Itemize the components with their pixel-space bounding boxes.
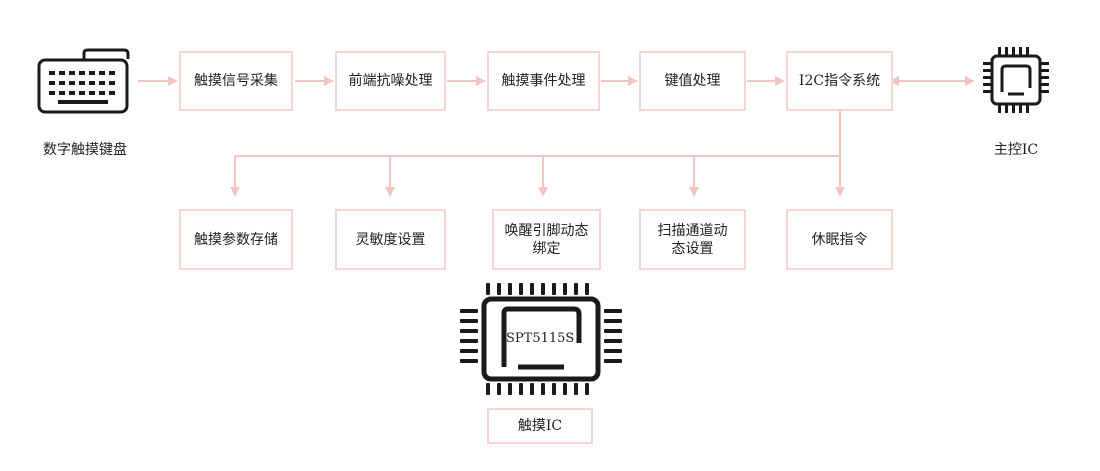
feature-param-storage: 触摸参数存储 bbox=[179, 209, 293, 270]
touch-ic-chip-label: SPT5115S bbox=[506, 331, 575, 346]
feature-sensitivity: 灵敏度设置 bbox=[335, 209, 446, 270]
feature-text-line: 休眠指令 bbox=[811, 231, 868, 248]
pipeline-step-anti-noise: 前端抗噪处理 bbox=[335, 51, 446, 111]
pipeline-step-signal-capture: 触摸信号采集 bbox=[179, 51, 293, 111]
mcu-label: 主控IC bbox=[993, 142, 1039, 158]
feature-text-line: 灵敏度设置 bbox=[355, 231, 426, 248]
touch-ic-caption: 触摸IC bbox=[487, 408, 593, 444]
keyboard-label: 数字触摸键盘 bbox=[43, 142, 127, 158]
keyboard-icon bbox=[37, 48, 130, 114]
feature-text-line: 触摸参数存储 bbox=[194, 231, 278, 248]
chip-icon bbox=[460, 283, 622, 395]
feature-scan-channel: 扫描通道动 态设置 bbox=[639, 209, 746, 270]
pipeline-step-i2c: I2C指令系统 bbox=[786, 51, 893, 111]
chip-icon bbox=[983, 47, 1049, 113]
feature-text-line: 态设置 bbox=[671, 240, 714, 257]
feature-text-line: 绑定 bbox=[532, 240, 561, 257]
feature-wake-pin: 唤醒引脚动态 绑定 bbox=[492, 209, 601, 270]
pipeline-step-key-value: 键值处理 bbox=[639, 51, 746, 111]
feature-text-line: 唤醒引脚动态 bbox=[504, 222, 589, 239]
pipeline-step-touch-event: 触摸事件处理 bbox=[487, 51, 600, 111]
feature-text-line: 扫描通道动 bbox=[657, 222, 728, 239]
feature-sleep: 休眠指令 bbox=[786, 209, 893, 270]
